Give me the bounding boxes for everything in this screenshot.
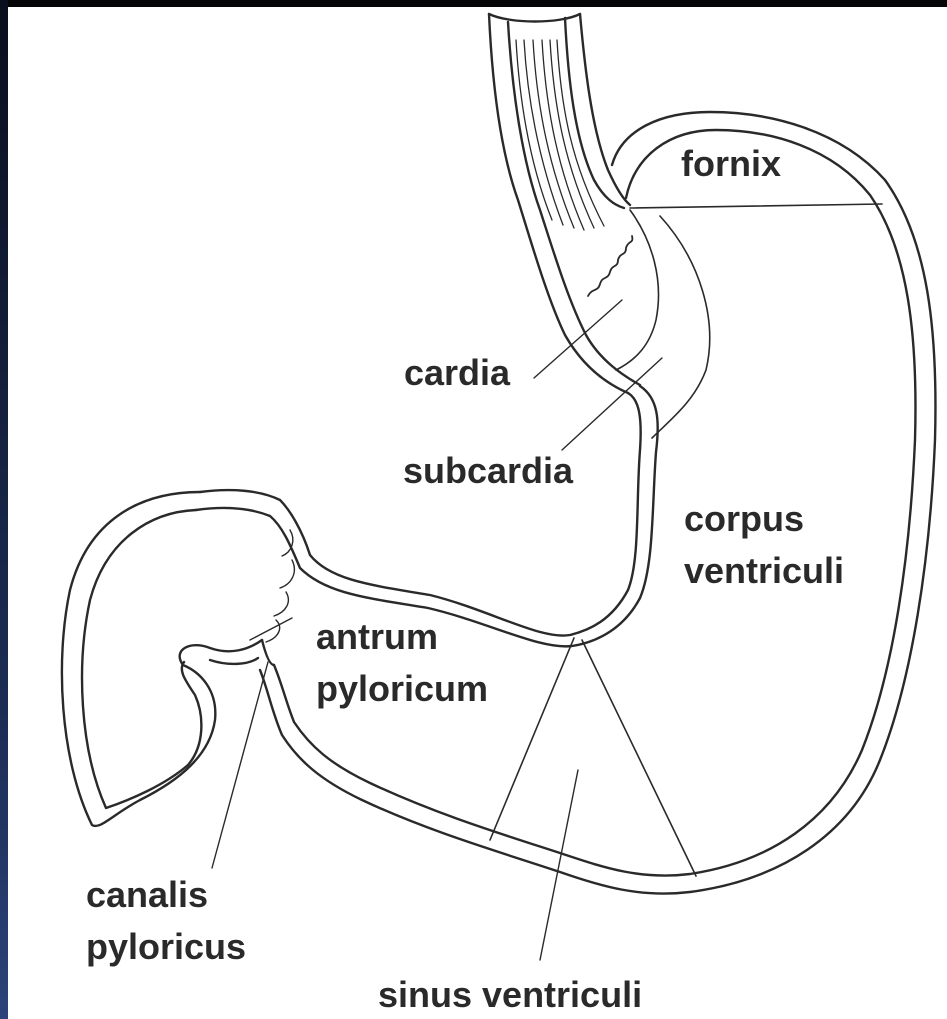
label-sinus-ventriculi: sinus ventriculi xyxy=(378,976,642,1013)
corpus-boundary-curve xyxy=(652,216,710,438)
pyloric-ring-inner xyxy=(210,658,258,664)
label-ventriculi: ventriculi xyxy=(684,552,844,589)
label-corpus: corpus xyxy=(684,500,804,537)
esophagus-wall-right xyxy=(580,14,630,205)
pylorus-inner xyxy=(82,510,201,808)
esophagus-wall-left xyxy=(489,14,628,393)
sinus-divider-left xyxy=(490,638,574,840)
pylorus-outer xyxy=(62,492,262,826)
sinus-divider-right xyxy=(582,640,696,876)
sinus-leader xyxy=(540,770,578,960)
cardia-boundary-curve xyxy=(616,210,658,370)
label-fornix: fornix xyxy=(681,145,781,182)
pyloric-ring xyxy=(262,640,274,665)
cardia-leader xyxy=(534,300,622,378)
label-subcardia: subcardia xyxy=(403,452,573,489)
esophagus-opening xyxy=(489,14,580,22)
label-pyloricum: pyloricum xyxy=(316,670,488,707)
esophagus-folds xyxy=(516,40,604,230)
canalis-leader xyxy=(212,662,268,868)
stomach-outer-wall-greater xyxy=(260,112,935,894)
label-canalis: canalis xyxy=(86,876,208,913)
stomach-inner-wall-greater xyxy=(274,130,915,876)
label-pyloricus: pyloricus xyxy=(86,928,246,965)
esophagus-inner-right xyxy=(565,18,624,208)
label-antrum: antrum xyxy=(316,618,438,655)
antrum-leader xyxy=(250,618,292,640)
fornix-divider xyxy=(630,204,882,208)
label-cardia: cardia xyxy=(404,354,510,391)
subcardia-leader xyxy=(562,358,662,450)
cardia-mucosa xyxy=(588,236,632,296)
